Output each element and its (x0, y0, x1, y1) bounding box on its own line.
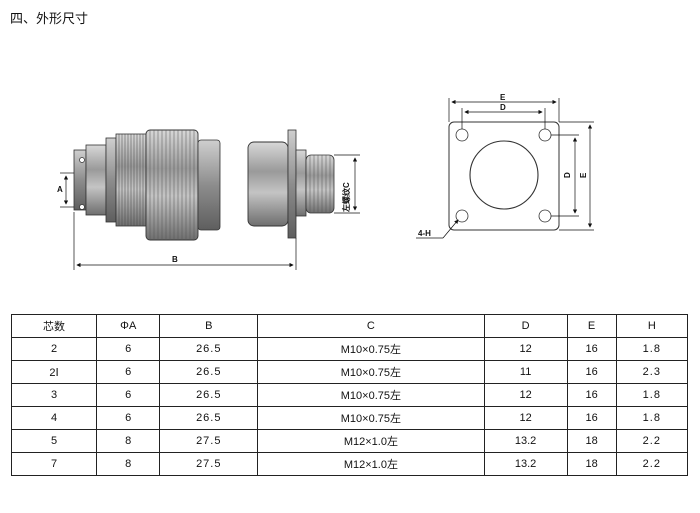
cell-b: 27.5 (159, 452, 259, 476)
header-a: ΦA (96, 314, 161, 338)
cell-a: 6 (96, 383, 161, 407)
cell-e: 16 (566, 337, 617, 361)
cell-h: 2.3 (615, 360, 689, 384)
connector-outline-drawing: A B 左螺纹C E D D (0, 40, 700, 280)
cell-d: 13.2 (483, 429, 568, 453)
cell-b: 26.5 (159, 360, 259, 384)
cell-e: 16 (566, 406, 617, 430)
cell-cores: 5 (10, 429, 98, 453)
table-row: 7 8 27.5 M12×1.0左 13.2 18 2.2 (10, 452, 689, 476)
flange-front-view (448, 121, 560, 231)
cell-d: 13.2 (483, 452, 568, 476)
table-header-row: 芯数 ΦA B C D E H (10, 314, 689, 338)
table-row: 2 6 26.5 M10×0.75左 12 16 1.8 (10, 337, 689, 361)
dimension-a-label: A (57, 185, 63, 194)
table-row: 2Ⅰ 6 26.5 M10×0.75左 11 16 2.3 (10, 360, 689, 384)
cell-b: 26.5 (159, 406, 259, 430)
dimension-e-top-label: E (500, 93, 506, 102)
dimension-d-side-label: D (563, 172, 572, 178)
dimension-e-side-label: E (579, 172, 588, 178)
cell-d: 12 (483, 337, 568, 361)
dimension-hole-label: 4-H (418, 229, 431, 238)
cell-e: 18 (566, 429, 617, 453)
dimension-c (334, 154, 360, 214)
cell-a: 6 (96, 360, 161, 384)
cell-a: 6 (96, 337, 161, 361)
spec-table: 芯数 ΦA B C D E H 2 6 26.5 M10×0.75左 12 16… (10, 314, 689, 476)
dimension-b-label: B (172, 255, 178, 264)
cell-d: 12 (483, 406, 568, 430)
header-e: E (566, 314, 617, 338)
table-row: 5 8 27.5 M12×1.0左 13.2 18 2.2 (10, 429, 689, 453)
cell-e: 16 (566, 383, 617, 407)
cell-a: 6 (96, 406, 161, 430)
cell-d: 11 (483, 360, 568, 384)
cell-b: 26.5 (159, 383, 259, 407)
dimension-e-side (559, 121, 594, 231)
cell-a: 8 (96, 429, 161, 453)
plug-side-view (73, 129, 221, 241)
header-c: C (257, 314, 485, 338)
dimension-d-top-label: D (500, 103, 506, 112)
cell-cores: 3 (10, 383, 98, 407)
table-row: 4 6 26.5 M10×0.75左 12 16 1.8 (10, 406, 689, 430)
dimension-e-top (448, 98, 560, 122)
cell-h: 2.2 (615, 452, 689, 476)
header-b: B (159, 314, 259, 338)
cell-cores: 2Ⅰ (10, 360, 98, 384)
cell-e: 16 (566, 360, 617, 384)
cell-c: M10×0.75左 (257, 406, 485, 430)
receptacle-side-view (247, 129, 335, 239)
cell-cores: 4 (10, 406, 98, 430)
cell-c: M10×0.75左 (257, 383, 485, 407)
cell-h: 1.8 (615, 383, 689, 407)
dimension-c-label: 左螺纹C (341, 182, 351, 213)
header-d: D (483, 314, 568, 338)
cell-c: M10×0.75左 (257, 360, 485, 384)
cell-c: M10×0.75左 (257, 337, 485, 361)
cell-c: M12×1.0左 (257, 429, 485, 453)
cell-c: M12×1.0左 (257, 452, 485, 476)
header-cores: 芯数 (10, 314, 98, 338)
cell-h: 1.8 (615, 337, 689, 361)
cell-cores: 7 (10, 452, 98, 476)
section-title: 四、外形尺寸 (10, 12, 89, 27)
dimension-d-side (551, 134, 579, 217)
dimension-d-top (461, 108, 546, 129)
cell-e: 18 (566, 452, 617, 476)
cell-b: 26.5 (159, 337, 259, 361)
cell-b: 27.5 (159, 429, 259, 453)
cell-d: 12 (483, 383, 568, 407)
dimension-drawing-svg: A B 左螺纹C E D D (57, 93, 594, 270)
cell-cores: 2 (10, 337, 98, 361)
table-row: 3 6 26.5 M10×0.75左 12 16 1.8 (10, 383, 689, 407)
cell-h: 2.2 (615, 429, 689, 453)
dimension-b (73, 212, 297, 270)
header-h: H (615, 314, 689, 338)
cell-h: 1.8 (615, 406, 689, 430)
dimension-hole-leader (416, 219, 459, 239)
dimension-a (60, 172, 74, 208)
cell-a: 8 (96, 452, 161, 476)
